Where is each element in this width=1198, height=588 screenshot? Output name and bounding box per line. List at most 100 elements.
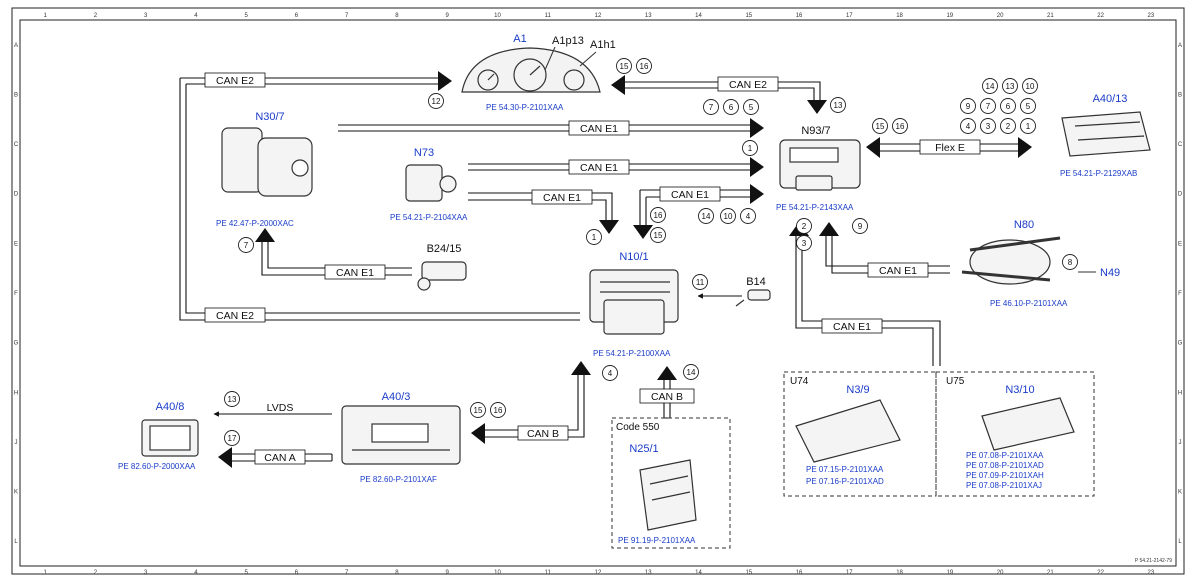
marker-number: 7 [986, 102, 991, 111]
marker-number: 1 [1026, 122, 1031, 131]
marker-circle [698, 208, 714, 224]
marker-number: 16 [640, 62, 649, 71]
u74-label: U74 [790, 376, 809, 387]
marker-number: 10 [1026, 82, 1035, 91]
n3-10-ref-1: PE 07.08-P-2101XAA [966, 451, 1044, 460]
frame-column-labels: 1122334455667788991010111112121313141415… [43, 13, 1154, 576]
marker-number: 4 [608, 369, 613, 378]
flex-e-label: Flex E [935, 142, 965, 154]
frame-col-label: 23 [1148, 570, 1155, 576]
marker-circle [872, 118, 888, 134]
b24-15-id: B24/15 [427, 243, 462, 255]
can-e2-label-top: CAN E2 [216, 75, 254, 87]
marker-circle [1020, 118, 1036, 134]
frame-col-label: 4 [194, 13, 198, 19]
outer-frame [11, 7, 1185, 575]
frame-col-label: 1 [43, 570, 47, 576]
marker-number: 5 [749, 103, 754, 112]
frame-row-label: H [1178, 390, 1182, 396]
frame-row-label: A [14, 43, 18, 49]
can-e1-label-1: CAN E1 [580, 123, 618, 135]
n30-7-unit [221, 127, 313, 197]
frame-col-label: 14 [695, 570, 702, 576]
marker-circle [490, 402, 506, 418]
marker-number: 1 [748, 144, 753, 153]
n73-ref: PE 54.21-P-2104XAA [390, 213, 468, 222]
marker-circle [703, 99, 719, 115]
frame-col-label: 3 [144, 13, 148, 19]
n30-7-ref: PE 42.47-P-2000XAC [216, 219, 294, 228]
n25-1-ref: PE 91.19-P-2101XAA [618, 536, 696, 545]
frame-col-label: 16 [796, 13, 803, 19]
n10-1-sam [589, 269, 679, 335]
frame-row-label: J [1179, 440, 1182, 446]
n49-id: N49 [1100, 267, 1120, 279]
arrow-to-n93-top [807, 100, 827, 114]
u75-label: U75 [946, 376, 965, 387]
frame-col-label: 5 [245, 570, 249, 576]
frame-col-label: 11 [545, 570, 552, 576]
can-e1-label-6: CAN E1 [879, 265, 917, 277]
arrow-to-a1 [438, 71, 452, 91]
n80-ref: PE 46.10-P-2101XAA [990, 299, 1068, 308]
n30-7-id: N30/7 [255, 111, 284, 123]
marker-number: 15 [876, 122, 885, 131]
b24-15-sensor [417, 261, 467, 291]
frame-row-label: C [1178, 142, 1183, 148]
marker-circle [650, 227, 666, 243]
marker-circle [1000, 118, 1016, 134]
n10-1-id: N10/1 [619, 251, 648, 263]
marker-circle [796, 235, 812, 251]
frame-row-label: L [14, 539, 18, 545]
frame-col-label: 16 [796, 570, 803, 576]
a1-sub1: A1p13 [552, 35, 584, 47]
arrow-can-b-up [571, 361, 591, 375]
code-550-box [611, 417, 731, 549]
n93-7-id: N93/7 [801, 125, 830, 137]
marker-circle [892, 118, 908, 134]
can-e1-label-2: CAN E1 [580, 162, 618, 174]
frame-col-label: 1 [43, 13, 47, 19]
can-b-label-1: CAN B [527, 428, 559, 440]
can-e1-line-7 [795, 236, 941, 366]
frame-col-label: 18 [896, 570, 903, 576]
can-e1-label-7: CAN E1 [833, 321, 871, 333]
marker-circle [602, 365, 618, 381]
frame-col-label: 19 [946, 570, 953, 576]
frame-col-label: 7 [345, 570, 349, 576]
marker-circle [1000, 98, 1016, 114]
arrow-can-a-left [218, 447, 232, 468]
n93-7-gateway [779, 139, 861, 191]
arrow-to-n93-3 [750, 184, 764, 204]
n80-id: N80 [1014, 219, 1034, 231]
marker-number: 3 [986, 122, 991, 131]
a1-sub2: A1h1 [590, 39, 616, 51]
frame-row-label: H [14, 390, 18, 396]
frame-col-label: 17 [846, 13, 853, 19]
marker-number: 16 [654, 211, 663, 220]
n25-1-code: Code 550 [616, 422, 660, 433]
marker-circle [720, 208, 736, 224]
marker-number: 6 [729, 103, 734, 112]
frame-col-label: 3 [144, 570, 148, 576]
frame-row-label: B [14, 92, 18, 98]
marker-circle [616, 58, 632, 74]
frame-col-label: 21 [1047, 13, 1054, 19]
frame-col-label: 4 [194, 570, 198, 576]
frame-row-label: D [14, 192, 19, 198]
frame-col-label: 2 [94, 570, 98, 576]
frame-row-label: J [15, 440, 18, 446]
marker-number: 2 [802, 222, 807, 231]
n3-10-ref-2: PE 07.08-P-2101XAD [966, 461, 1044, 470]
marker-number: 15 [620, 62, 629, 71]
marker-circle [830, 97, 846, 113]
b14-id: B14 [746, 276, 766, 288]
marker-number: 9 [966, 102, 971, 111]
frame-col-label: 12 [595, 570, 602, 576]
marker-circle [740, 208, 756, 224]
marker-number: 11 [696, 278, 705, 287]
n93-7-ref: PE 54.21-P-2143XAA [776, 203, 854, 212]
frame-col-label: 15 [745, 570, 752, 576]
frame-col-label: 22 [1097, 13, 1104, 19]
marker-number: 15 [474, 406, 483, 415]
